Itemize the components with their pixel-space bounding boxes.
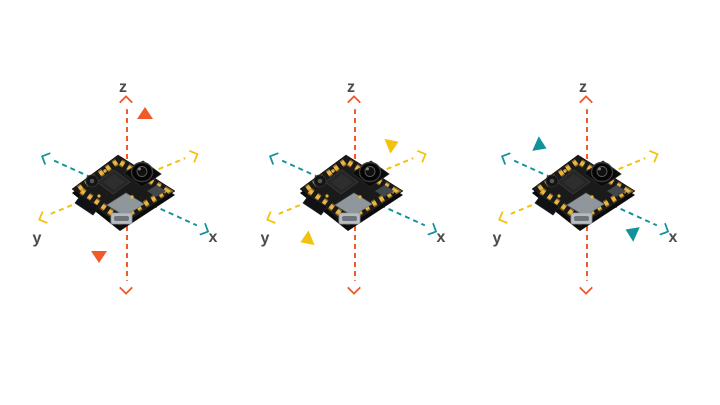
axis-arrowhead-icon [497, 210, 512, 224]
axis-arrowhead-icon [265, 210, 280, 224]
z-axis-label: z [579, 79, 587, 96]
axis-arrowhead-icon [40, 151, 54, 165]
axis-arrowhead-icon [37, 210, 52, 224]
pcb-board-image [529, 149, 639, 231]
y-axis-label: y [32, 230, 42, 247]
axis-arrowhead-icon [346, 280, 362, 296]
motion-marker-up-icon [137, 107, 153, 119]
motion-marker-down-icon [91, 251, 107, 263]
y-axis-label: y [492, 230, 502, 247]
axis-arrowhead-icon [196, 222, 210, 236]
z-axis-label: z [347, 79, 355, 96]
axis-arrowhead-icon [413, 149, 427, 163]
axis-arrowhead-icon [118, 280, 134, 296]
pcb-board-image [69, 149, 179, 231]
x-axis-label: x [668, 229, 678, 246]
axis-arrowhead-icon [185, 149, 199, 163]
axis-arrowhead-icon [268, 151, 282, 165]
x-axis-label: x [436, 229, 446, 246]
axis-arrowhead-icon [118, 94, 134, 110]
x-axis-label: x [208, 229, 218, 246]
axis-arrowhead-icon [645, 149, 659, 163]
z-axis-label: z [119, 79, 127, 96]
axis-arrowhead-icon [656, 222, 670, 236]
y-axis-label: y [260, 230, 270, 247]
motion-marker-down-left-icon [297, 230, 315, 250]
axis-arrowhead-icon [500, 151, 514, 165]
axis-arrowhead-icon [346, 94, 362, 110]
axis-arrowhead-icon [578, 280, 594, 296]
axis-arrowhead-icon [424, 222, 438, 236]
pcb-board-image [297, 149, 407, 231]
axis-arrowhead-icon [578, 94, 594, 110]
